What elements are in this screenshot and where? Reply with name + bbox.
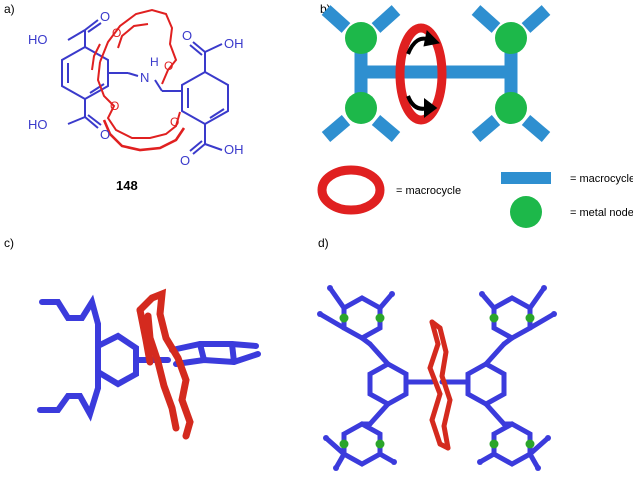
- amine-n: N: [140, 70, 149, 85]
- metal-atom: [375, 439, 385, 449]
- left-top-acid-ho: HO: [28, 32, 48, 47]
- right-top-acid-oh: OH: [224, 36, 244, 51]
- panel-a-structure: HO O HO O N H OH O OH O O O O O 148: [28, 8, 244, 193]
- threaded-macrocycle-ring: [395, 23, 447, 125]
- ligand-skeleton: [61, 19, 229, 155]
- right-top-carbonyl-o: O: [182, 28, 192, 43]
- terminal-atoms: [317, 285, 557, 471]
- metal-atom: [339, 313, 349, 323]
- amine-h: H: [150, 55, 159, 69]
- legend-green-circle: [510, 196, 542, 228]
- metal-atom: [489, 313, 499, 323]
- compound-number: 148: [116, 178, 138, 193]
- left-top-carbonyl-o: O: [100, 9, 110, 24]
- panel-b-schematic: = macrocycle = macrocycle = metal node: [317, 5, 633, 228]
- metal-node-top-right: [495, 22, 527, 54]
- left-bottom-acid-ho: HO: [28, 117, 48, 132]
- legend-red-ellipse: [317, 165, 385, 215]
- macrocycle-sticks-d: [427, 319, 453, 451]
- metal-atom: [375, 313, 385, 323]
- metal-atom: [525, 439, 535, 449]
- metal-atom: [489, 439, 499, 449]
- legend-text-green: = metal node: [570, 207, 633, 219]
- ligand-sticks: [37, 294, 261, 422]
- macrocycle-sticks: [136, 288, 194, 440]
- legend-text-red: = macrocycle: [396, 185, 461, 197]
- legend-text-blue: = macrocycle: [570, 173, 633, 185]
- metal-atoms: [339, 313, 535, 449]
- panel-b-label: b): [320, 2, 331, 16]
- panel-d-stick-model: [317, 285, 557, 471]
- right-bottom-acid-oh: OH: [224, 142, 244, 157]
- metal-atom: [525, 313, 535, 323]
- metal-node-top-left: [345, 22, 377, 54]
- crown-ether-macrocycle: [91, 8, 186, 152]
- ether-o-3: O: [110, 99, 119, 113]
- left-bottom-carbonyl-o: O: [100, 127, 110, 142]
- panel-d-label: d): [318, 236, 329, 250]
- metal-node-bottom-left: [345, 92, 377, 124]
- metal-atom: [339, 439, 349, 449]
- metal-node-bottom-right: [495, 92, 527, 124]
- panel-c-stick-model: [37, 288, 261, 440]
- ether-o-4: O: [170, 115, 179, 129]
- ether-o-1: O: [112, 26, 121, 40]
- panel-c-label: c): [4, 236, 14, 250]
- metal-nodes: [345, 22, 527, 124]
- panel-a-label: a): [4, 2, 15, 16]
- right-bottom-carbonyl-o: O: [180, 153, 190, 168]
- rotation-arrows: [406, 29, 441, 118]
- legend-blue-bar: [501, 172, 551, 184]
- ether-o-2: O: [164, 59, 173, 73]
